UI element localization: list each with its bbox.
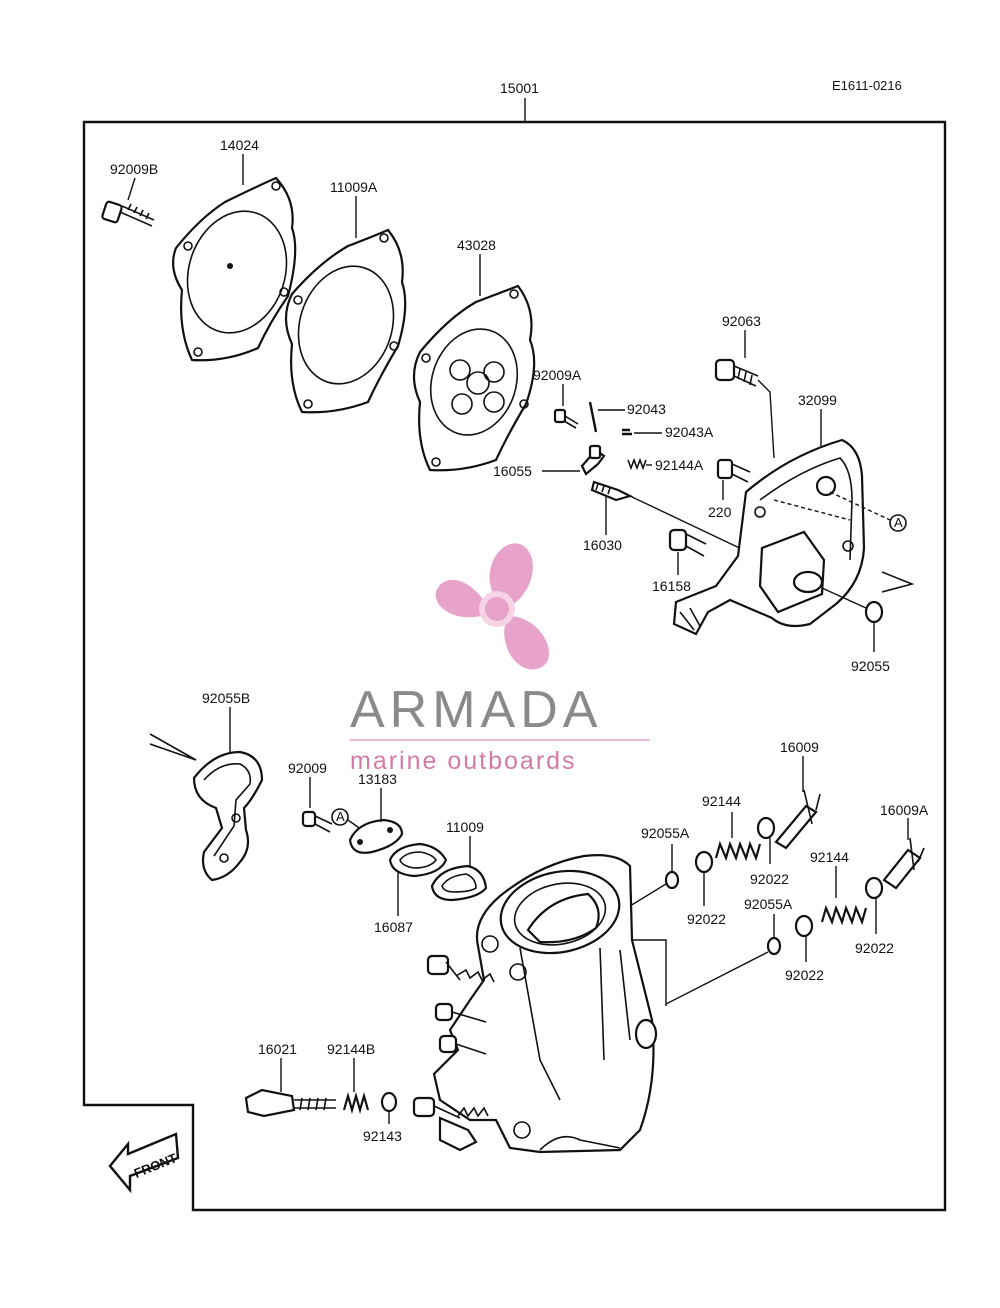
label-92022-a: 92022 (687, 911, 726, 927)
label-92144A: 92144A (655, 457, 704, 473)
label-13183: 13183 (358, 771, 397, 787)
cover-14024[interactable] (171, 176, 302, 362)
spring-92144A[interactable] (627, 457, 647, 471)
flow-arrow-right (881, 571, 915, 593)
front-arrow: FRONT (108, 1132, 180, 1194)
screw-92063[interactable] (714, 358, 759, 387)
assembly-frame (82, 120, 947, 1212)
label-16087: 16087 (374, 919, 413, 935)
label-92009: 92009 (288, 760, 327, 776)
pump-body-32099[interactable] (672, 438, 866, 636)
axis-92055A-upper (629, 883, 667, 907)
gasket-16087[interactable] (388, 842, 448, 878)
label-92143: 92143 (363, 1128, 402, 1144)
label-220: 220 (708, 504, 732, 520)
label-92022-c: 92022 (785, 967, 824, 983)
adjust-screw-16009[interactable] (774, 789, 821, 850)
adjuster-body-upper[interactable] (426, 954, 495, 1055)
label-92063: 92063 (722, 313, 761, 329)
armada-logo (435, 543, 550, 670)
screw-16158[interactable] (668, 528, 707, 557)
cover-13183[interactable] (348, 818, 404, 854)
gasket-11009A[interactable] (284, 228, 409, 414)
label-92022-d: 92022 (855, 940, 894, 956)
label-16158: 16158 (652, 578, 691, 594)
watermark-brand: ARMADA (350, 681, 602, 739)
label-92009B: 92009B (110, 161, 158, 177)
idle-screw-16021[interactable] (244, 1088, 336, 1118)
gasket-11009[interactable] (430, 864, 488, 902)
label-16021: 16021 (258, 1041, 297, 1057)
label-16055: 16055 (493, 463, 532, 479)
label-92144-upper: 92144 (702, 793, 741, 809)
screw-92009[interactable] (301, 810, 333, 833)
label-16009: 16009 (780, 739, 819, 755)
diagram-ref-code: E1611-0216 (832, 78, 902, 93)
screw-220[interactable] (716, 458, 751, 483)
washer-92143[interactable] (380, 1091, 398, 1113)
watermark-tagline: marine outboards (350, 747, 577, 775)
axis-92055 (821, 587, 867, 609)
assembly-number: 15001 (500, 80, 539, 96)
oring-92055A-lower[interactable] (766, 936, 782, 956)
ref-mark-a-top (889, 514, 907, 532)
label-92144-lower: 92144 (810, 849, 849, 865)
label-92043: 92043 (627, 401, 666, 417)
washer-92022-c[interactable] (794, 914, 814, 938)
lever-16055[interactable] (580, 444, 606, 476)
flow-arrow-left (149, 733, 197, 761)
adjust-screw-16009A[interactable] (882, 837, 925, 890)
ref-mark-a-top-text: A (894, 515, 903, 530)
label-92055A-lower: 92055A (744, 896, 793, 912)
screw-92009A[interactable] (553, 408, 579, 429)
ref-mark-a-bottom-text: A (336, 809, 345, 824)
needle-16030[interactable] (590, 480, 634, 502)
adjuster-body-lower[interactable] (412, 1096, 489, 1152)
label-32099: 32099 (798, 392, 837, 408)
oring-92055A-upper[interactable] (664, 870, 680, 890)
leader-92009B (127, 177, 136, 201)
ref-mark-a-bottom (331, 808, 349, 826)
label-92009A: 92009A (533, 367, 582, 383)
label-16030: 16030 (583, 537, 622, 553)
label-11009A: 11009A (330, 179, 378, 195)
label-92055A-upper: 92055A (641, 825, 690, 841)
leader-92063-to-body (757, 379, 775, 459)
label-92055: 92055 (851, 658, 890, 674)
washer-92022-d[interactable] (864, 876, 884, 900)
gasket-92055B[interactable] (192, 750, 264, 882)
washer-92022-b[interactable] (756, 816, 776, 840)
spring-92144B[interactable] (342, 1091, 370, 1115)
label-11009: 11009 (446, 819, 484, 835)
oring-92055[interactable] (864, 600, 884, 624)
spring-92144-lower[interactable] (820, 904, 868, 926)
screw-92009B[interactable] (101, 200, 155, 227)
diaphragm-43028[interactable] (412, 284, 536, 472)
label-92022-b: 92022 (750, 871, 789, 887)
axis-92055A-lower (632, 939, 769, 1006)
label-92144B: 92144B (327, 1041, 375, 1057)
label-16009A: 16009A (880, 802, 929, 818)
clip-92043A[interactable] (622, 428, 632, 436)
label-92055B: 92055B (202, 690, 250, 706)
label-43028: 43028 (457, 237, 496, 253)
pin-92043[interactable] (588, 401, 598, 433)
throttle-body[interactable] (432, 854, 658, 1154)
axis-16030 (629, 495, 749, 553)
spring-92144-upper[interactable] (714, 840, 762, 862)
label-14024: 14024 (220, 137, 259, 153)
washer-92022-a[interactable] (694, 850, 714, 874)
label-92043A: 92043A (665, 424, 714, 440)
